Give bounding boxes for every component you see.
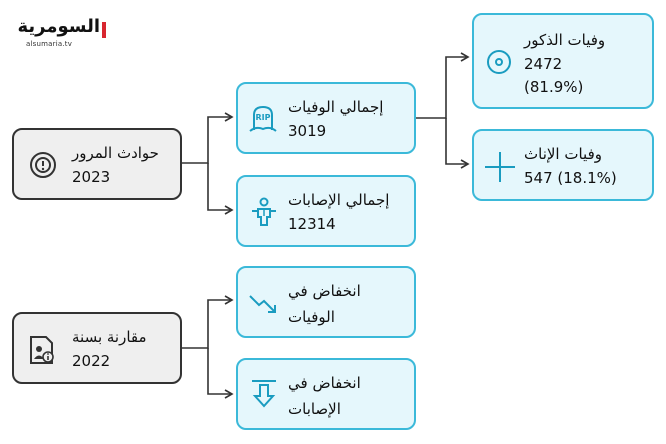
alsumaria-logo: السومرية alsumaria.tv [17,16,112,50]
total-deaths-value: 3019 [288,122,327,140]
rip-tombstone-icon: RIP [248,104,278,138]
total-injuries-label: إجمالي الإصابات [288,191,390,209]
female-deaths-value: 547 (18.1%) [524,169,617,187]
plus-icon [484,151,516,187]
root-traffic-title: حوادث المرور [72,144,159,162]
total-deaths-label: إجمالي الوفيات [288,98,384,116]
person-info-document-icon [26,334,58,370]
arrow-down-bar-icon [250,378,278,414]
decline-deaths-line2: الوفيات [288,308,335,326]
node-total-injuries: إجمالي الإصابات 12314 [236,175,416,247]
target-circle-icon [484,47,514,81]
logo-url: alsumaria.tv [26,40,73,48]
node-female-deaths: وفيات الإناث 547 (18.1%) [472,129,654,201]
trend-down-icon [248,292,280,320]
total-injuries-value: 12314 [288,215,336,233]
svg-text:RIP: RIP [256,113,271,122]
root-traffic-year: 2023 [72,168,111,186]
decline-injuries-line2: الإصابات [288,400,341,418]
node-decline-injuries: انخفاض في الإصابات [236,358,416,430]
node-male-deaths: وفيات الذكور 2472 (81.9%) [472,13,654,109]
alert-circle-icon [28,150,58,184]
node-total-deaths: RIP إجمالي الوفيات 3019 [236,82,416,154]
female-deaths-label: وفيات الإناث [524,145,602,163]
male-deaths-pct: (81.9%) [524,78,584,96]
node-decline-deaths: انخفاض في الوفيات [236,266,416,338]
root-traffic-accidents: حوادث المرور 2023 [12,128,182,200]
injured-person-icon [250,197,278,231]
male-deaths-label: وفيات الذكور [524,31,606,49]
decline-injuries-line1: انخفاض في [288,374,361,392]
root-comparison-year: 2022 [72,352,111,370]
logo-red-bar [102,22,106,38]
decline-deaths-line1: انخفاض في [288,282,361,300]
root-comparison: مقارنة بسنة 2022 [12,312,182,384]
male-deaths-value: 2472 [524,55,563,73]
root-comparison-title: مقارنة بسنة [72,328,147,346]
logo-brand-text: السومرية [17,16,100,37]
